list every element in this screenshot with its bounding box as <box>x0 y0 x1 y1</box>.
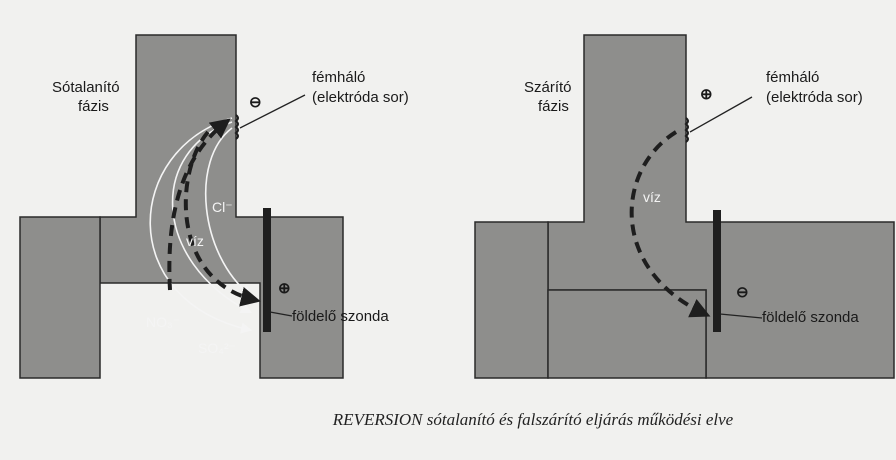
left-panel: Sótalanító fázis fémháló (elektróda sor)… <box>19 34 409 379</box>
right-probe-sign: ⊖ <box>736 284 749 301</box>
right-probe-label: földelő szonda <box>762 309 859 326</box>
left-mesh-leader <box>239 94 306 129</box>
left-ion-so4: SO₄²⁻ <box>198 340 236 356</box>
right-mesh-sign: ⊕ <box>700 86 713 103</box>
left-probe-leader <box>269 311 293 317</box>
right-panel: Szárító fázis fémháló (elektróda sor) ⊕ … <box>474 34 895 379</box>
left-probe-sign: ⊕ <box>278 280 291 297</box>
right-water-arrow <box>629 130 711 318</box>
left-mesh-sign: ⊖ <box>249 94 262 111</box>
left-wall-extension <box>19 216 101 379</box>
left-mesh-label-1: fémháló <box>312 69 365 86</box>
left-ion-cl: Cl⁻ <box>212 199 233 215</box>
left-flow-so4 <box>149 117 253 334</box>
right-probe-leader <box>719 313 763 319</box>
left-probe-label: földelő szonda <box>292 308 389 325</box>
right-mesh-leader <box>689 96 753 133</box>
right-phase-label-1: Szárító <box>524 79 572 96</box>
left-ion-no3: NO₃⁻ <box>146 314 180 330</box>
right-wall-bottom <box>547 289 707 379</box>
left-phase-label-1: Sótalanító <box>52 79 120 96</box>
right-wall-extension <box>474 221 549 379</box>
left-wall-section <box>99 34 344 379</box>
left-water-label: víz <box>186 233 204 249</box>
right-mesh-electrode <box>684 117 689 143</box>
left-mesh-label-2: (elektróda sor) <box>312 89 409 106</box>
right-mesh-label-2: (elektróda sor) <box>766 89 863 106</box>
left-phase-label-2: fázis <box>78 98 109 115</box>
left-mesh-electrode <box>234 114 239 140</box>
right-phase-label-2: fázis <box>538 98 569 115</box>
left-flow-cl <box>204 127 252 297</box>
right-water-label: víz <box>643 189 661 205</box>
left-grounding-probe <box>263 208 271 332</box>
left-water-arrow-down <box>183 130 261 307</box>
right-grounding-probe <box>713 210 721 332</box>
right-mesh-label-1: fémháló <box>766 69 819 86</box>
figure-caption: REVERSION sótalanító és falszárító eljár… <box>332 410 734 429</box>
left-water-arrow-up <box>167 118 231 291</box>
